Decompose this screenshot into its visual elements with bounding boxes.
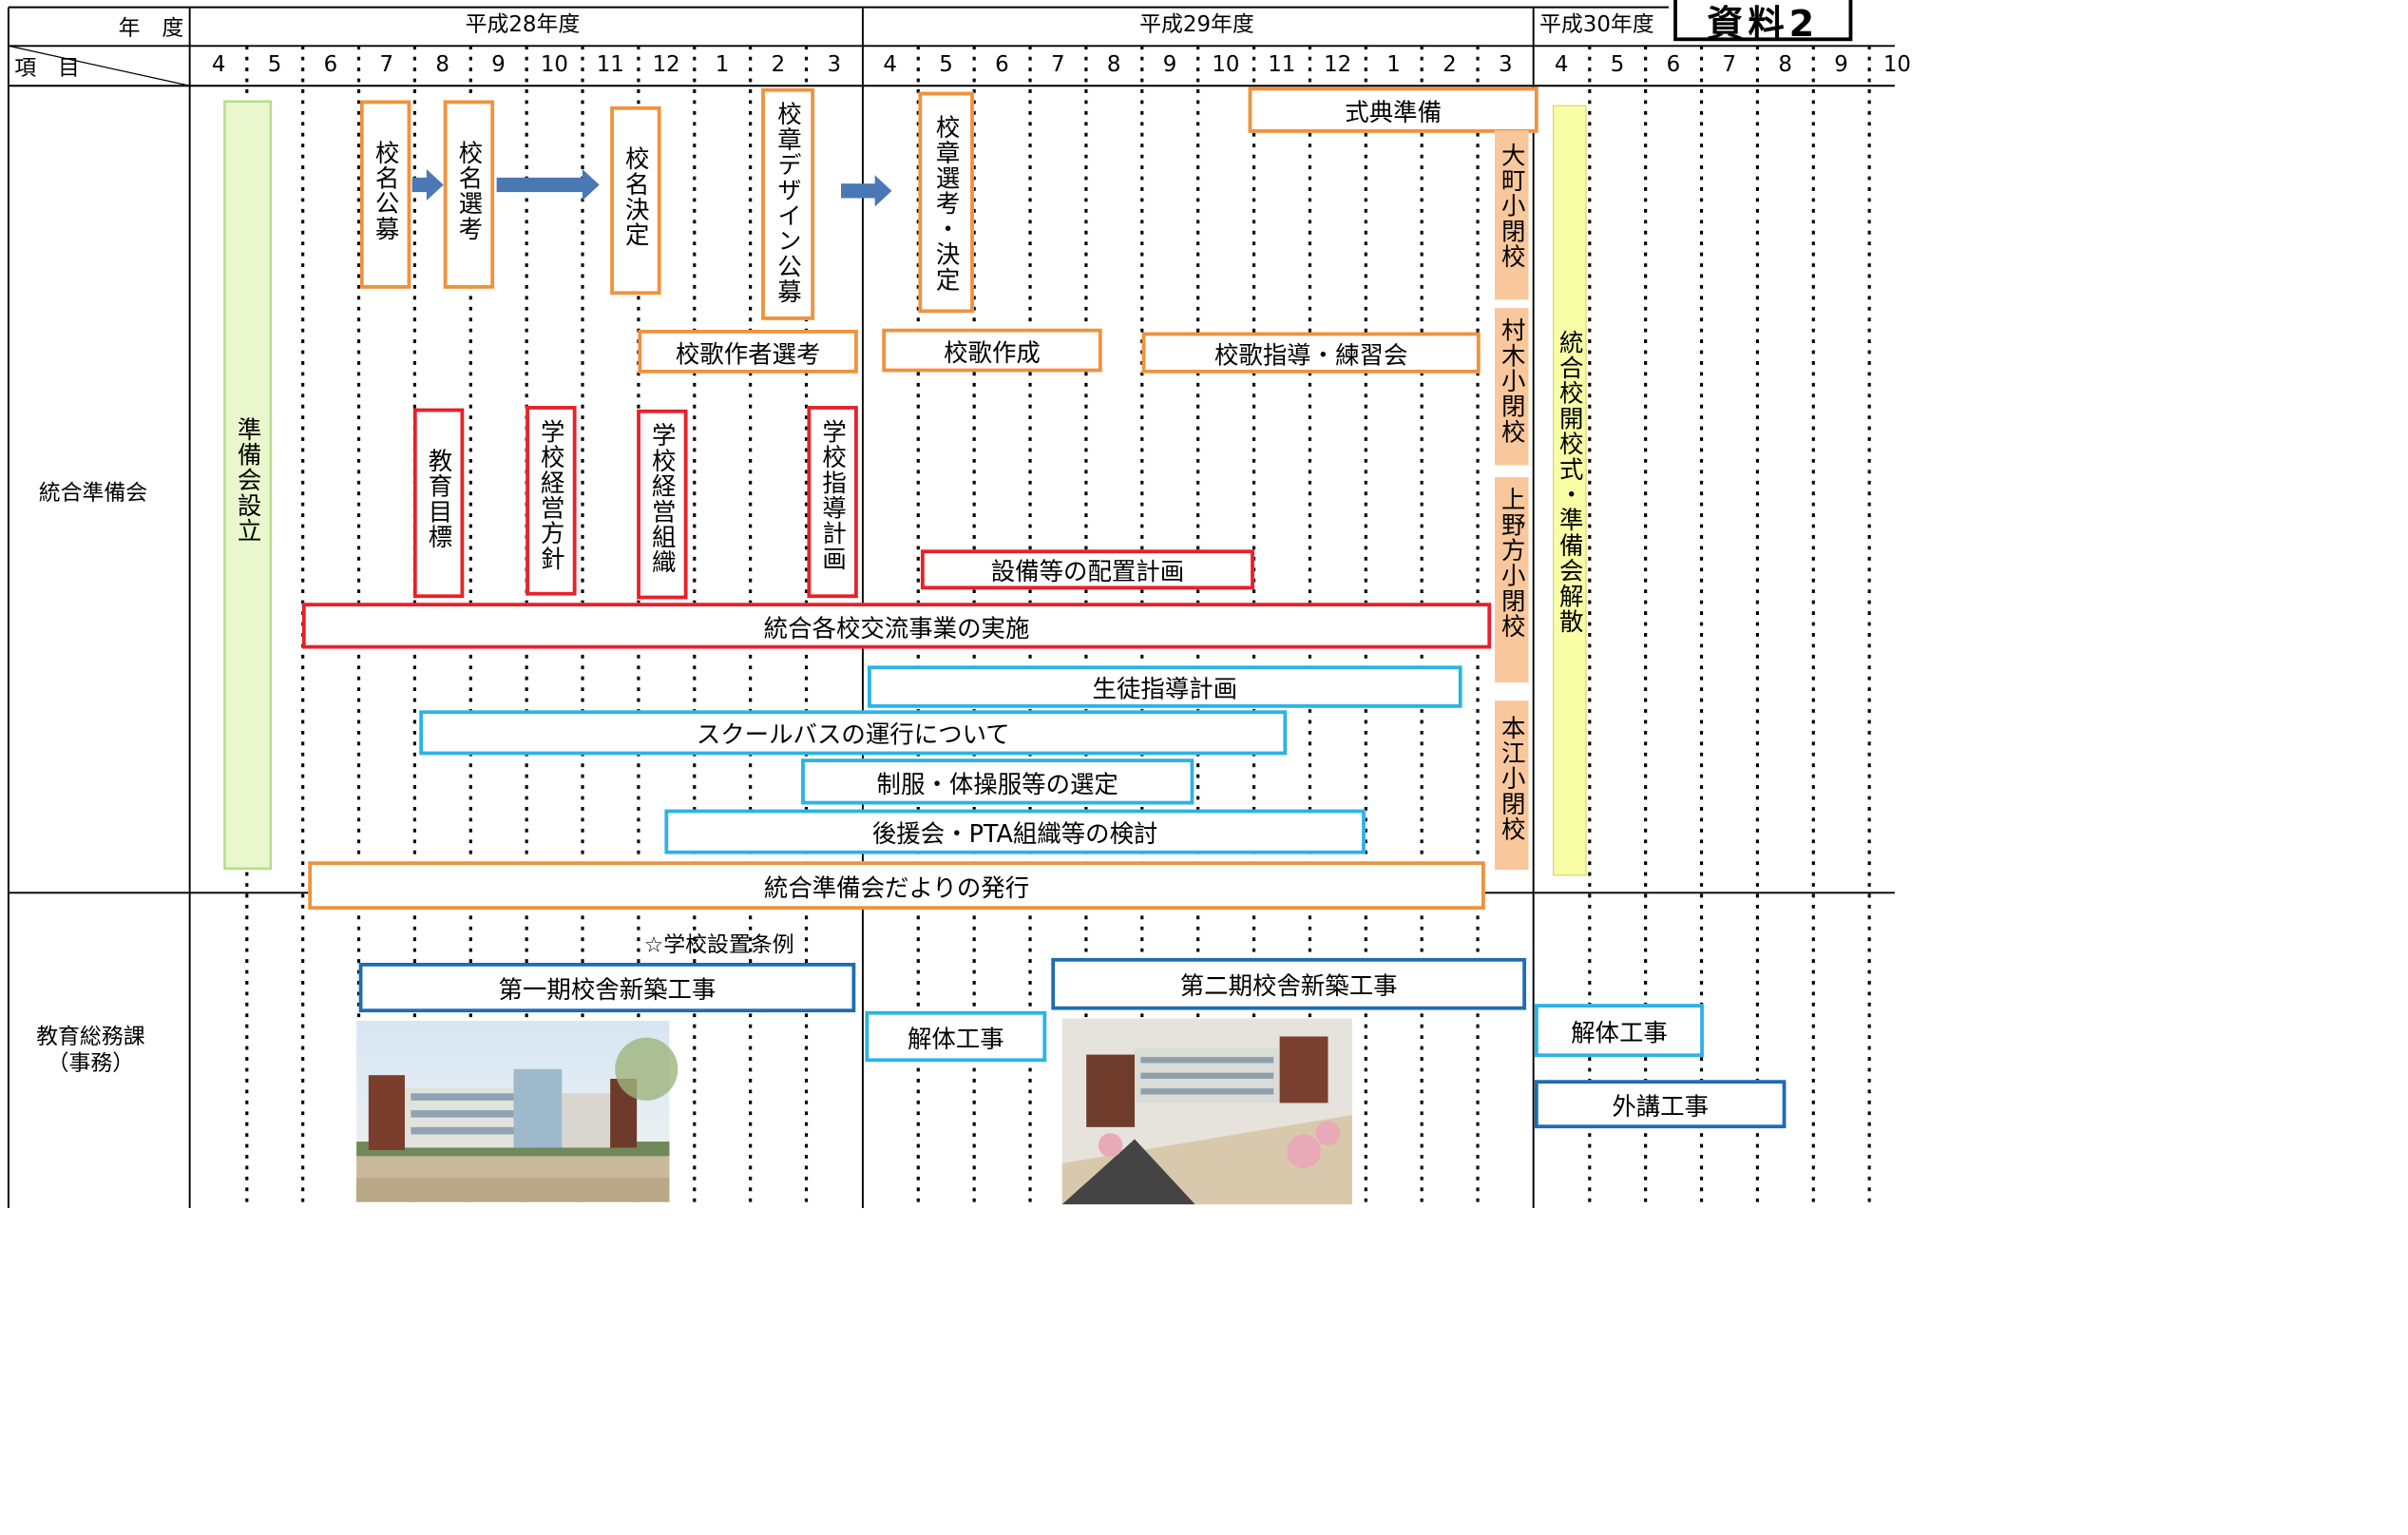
row-label-kyoiku: 教育総務課 （事務） [36, 1024, 145, 1077]
month-label: 7 [1050, 51, 1065, 78]
box-shidou: 学校指導計画 [807, 406, 858, 599]
box-design: 校章デザイン公募 [761, 87, 815, 320]
month-label: 10 [1882, 51, 1911, 78]
box-houshin: 学校経営方針 [526, 406, 577, 596]
month-label: 8 [1106, 51, 1121, 78]
box-bus: スクールバスの運行について [419, 710, 1288, 756]
box-senkou: 校名選考 [443, 100, 495, 289]
box-seito: 生徒指導計画 [868, 665, 1462, 708]
box-shousen: 校章選考・決定 [918, 91, 974, 314]
month-label: 4 [211, 51, 226, 78]
box-setsubi: 設備等の配置計画 [920, 549, 1254, 590]
box-kaitai2: 解体工事 [1534, 1004, 1704, 1058]
koumoku-label: 項 目 [14, 55, 80, 82]
year-h30: 平成30年度 [1539, 11, 1654, 38]
arrow-koubo-senkou [411, 168, 444, 201]
box-kaikou: 統合校開校式・準備会解散 [1553, 105, 1587, 876]
month-label: 6 [995, 51, 1009, 78]
month-label: 6 [1666, 51, 1681, 78]
month-label: 5 [267, 51, 282, 78]
year-h29: 平成29年度 [1139, 11, 1254, 38]
month-label: 10 [1212, 51, 1240, 78]
box-daiichi: 第一期校舎新築工事 [358, 962, 856, 1013]
month-label: 11 [1268, 51, 1296, 78]
month-label: 5 [939, 51, 953, 78]
box-gaikou: 外講工事 [1534, 1080, 1787, 1129]
arrow-senkou-kettei [496, 168, 600, 201]
month-label: 12 [652, 51, 680, 78]
box-daini: 第二期校舎新築工事 [1051, 957, 1527, 1010]
month-label: 8 [435, 51, 449, 78]
month-label: 7 [1722, 51, 1737, 78]
month-label: 4 [883, 51, 897, 78]
month-label: 3 [827, 51, 842, 78]
box-kouen: 後援会・PTA組織等の検討 [664, 809, 1366, 854]
month-label: 4 [1554, 51, 1569, 78]
box-motoe: 本江小閉校 [1494, 700, 1529, 871]
month-label: 1 [715, 51, 730, 78]
school-rendering-phase1 [356, 1020, 678, 1202]
box-setsuritsu: 準備会設立 [223, 100, 273, 871]
month-label: 11 [596, 51, 624, 78]
box-koubo: 校名公募 [359, 100, 411, 289]
school-rendering-phase2 [1061, 1018, 1352, 1205]
box-sakushasen: 校歌作者選考 [638, 329, 858, 374]
jourei-note: ☆学校設置条例 [643, 932, 794, 958]
month-label: 9 [1162, 51, 1177, 78]
box-omachi: 大町小閉校 [1494, 130, 1529, 300]
box-kaitai1: 解体工事 [865, 1010, 1047, 1063]
box-seifuku: 制服・体操服等の選定 [801, 758, 1194, 805]
box-muraki: 村木小閉校 [1494, 308, 1529, 466]
month-label: 10 [540, 51, 568, 78]
month-label: 2 [1443, 51, 1457, 78]
row-label-junbikai: 統合準備会 [38, 480, 148, 507]
box-soshiki: 学校経営組織 [637, 409, 688, 600]
box-kakaku: 校歌作成 [882, 328, 1102, 373]
arrow-design-shousen [841, 175, 892, 207]
year-h28: 平成28年度 [465, 11, 581, 38]
box-shikiten: 式典準備 [1248, 86, 1538, 133]
box-dayori: 統合準備会だよりの発行 [308, 861, 1485, 911]
document-badge: 資料2 [1673, 0, 1853, 46]
nendo-label: 年 度 [118, 15, 184, 42]
box-kouryu: 統合各校交流事業の実施 [301, 603, 1492, 649]
box-ueno: 上野方小閉校 [1494, 477, 1529, 683]
month-label: 2 [771, 51, 786, 78]
month-label: 7 [379, 51, 394, 78]
box-kettei: 校名決定 [610, 106, 661, 296]
month-label: 12 [1324, 51, 1352, 78]
month-label: 1 [1386, 51, 1401, 78]
box-mokuhyo: 教育目標 [412, 408, 465, 599]
badge-text: 資料2 [1707, 3, 1820, 47]
month-label: 3 [1498, 51, 1513, 78]
month-label: 9 [491, 51, 506, 78]
box-renshu: 校歌指導・練習会 [1141, 332, 1481, 374]
month-label: 8 [1778, 51, 1792, 78]
month-label: 6 [323, 51, 338, 78]
month-label: 9 [1834, 51, 1848, 78]
month-label: 5 [1610, 51, 1625, 78]
